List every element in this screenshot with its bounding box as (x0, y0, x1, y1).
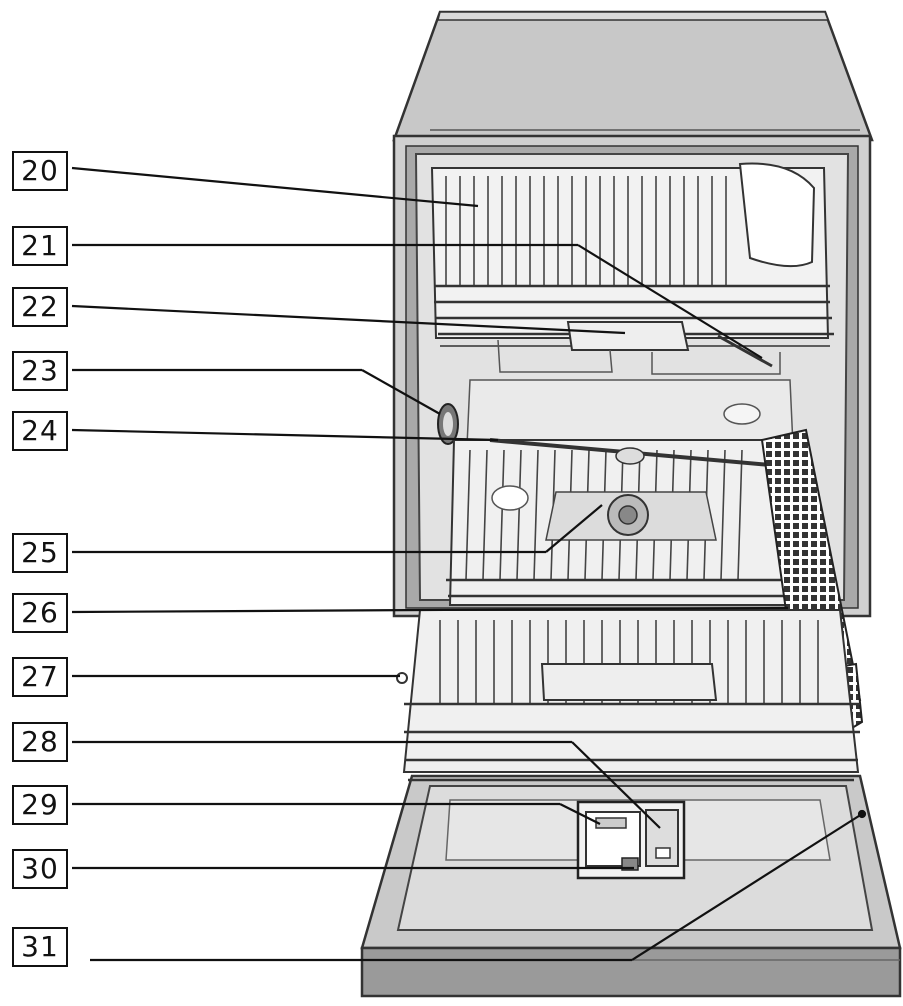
upper-rack-handle (566, 321, 690, 351)
middle-rack (446, 438, 814, 606)
callout-28: 28 (12, 722, 68, 762)
callout-25: 25 (12, 533, 68, 573)
callout-30: 30 (12, 849, 68, 889)
rack-tine (482, 449, 488, 581)
callout-leader-lines (71, 166, 867, 962)
upper-rack (430, 162, 834, 375)
callout-29: 29 (12, 785, 68, 825)
lower-rack (396, 609, 860, 782)
callout-31: 31 (12, 927, 68, 967)
callout-27: 27 (12, 657, 68, 697)
top-housing (392, 10, 874, 142)
upper-spray-arm (717, 334, 773, 368)
detergent-dispenser (576, 800, 686, 880)
rack-tine (516, 449, 522, 581)
callout-21: 21 (12, 226, 68, 266)
callout-24: 24 (12, 411, 68, 451)
rack-tine (720, 449, 726, 581)
rack-tine (465, 449, 471, 581)
callout-22: 22 (12, 287, 68, 327)
rack-tine (499, 449, 505, 581)
rack-tine (533, 449, 539, 581)
callout-23: 23 (12, 351, 68, 391)
callout-20: 20 (12, 151, 68, 191)
callout-26: 26 (12, 593, 68, 633)
rack-tine (737, 449, 743, 581)
